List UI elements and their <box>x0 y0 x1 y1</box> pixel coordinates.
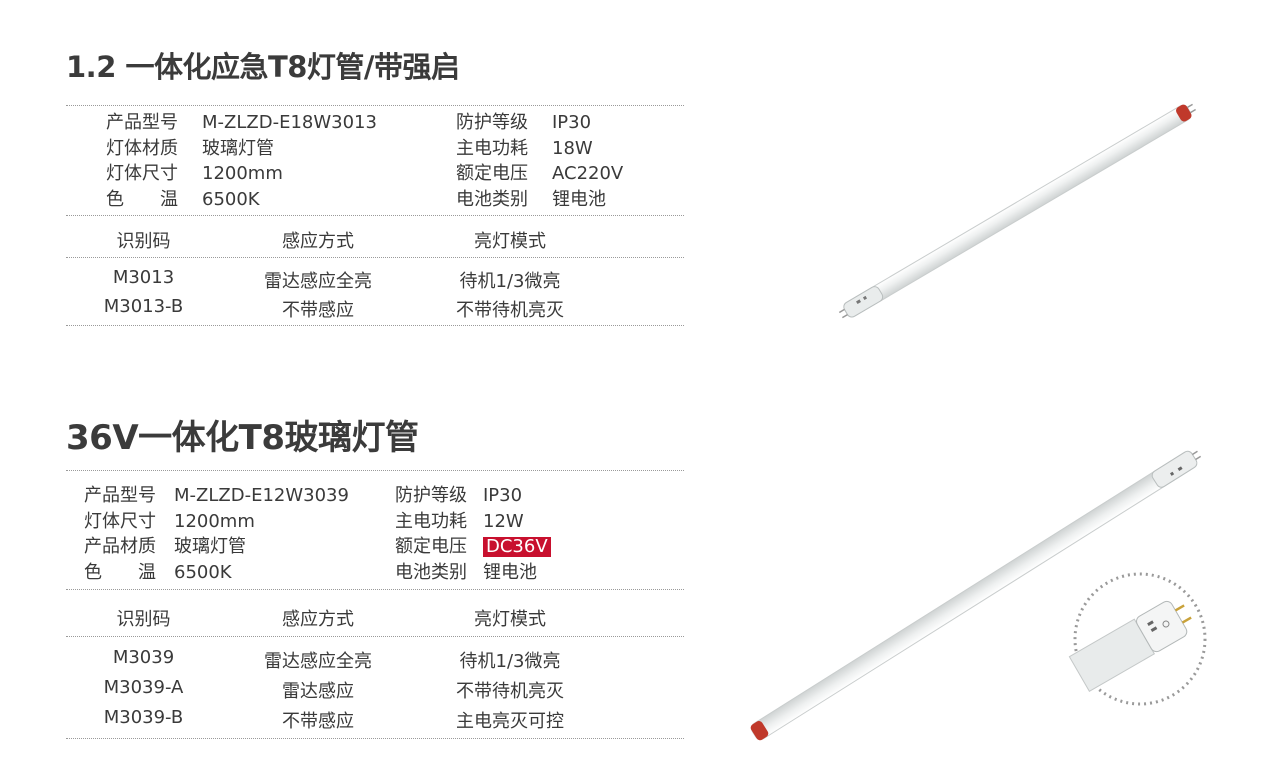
spec-row: 色 温 6500K <box>106 187 377 213</box>
spec-row: 防护等级 IP30 <box>456 110 623 136</box>
spec-value: M-ZLZD-E12W3039 <box>174 485 349 506</box>
spec-value: 1200mm <box>174 510 255 532</box>
table-header-sensing: 感应方式 <box>282 231 354 252</box>
spec-value: IP30 <box>552 112 592 133</box>
divider <box>66 257 684 258</box>
table-header-code: 识别码 <box>116 609 171 630</box>
spec-label: 防护等级 <box>456 112 528 133</box>
table-cell: M3039 <box>112 647 175 668</box>
spec-label: 产品型号 <box>84 485 156 506</box>
spec-label: 色 温 <box>106 188 178 210</box>
spec-value: 玻璃灯管 <box>202 137 274 159</box>
spec-value: IP30 <box>483 485 523 506</box>
endcap-detail-circle <box>1068 572 1207 706</box>
divider <box>66 105 684 106</box>
spec-row: 电池类别 锂电池 <box>456 187 623 213</box>
spec-value: 6500K <box>174 561 232 583</box>
spec-label: 主电功耗 <box>395 510 467 532</box>
table-cell: 雷达感应 <box>282 681 354 702</box>
divider <box>66 738 684 739</box>
spec-value: 12W <box>483 510 524 532</box>
spec-row: 主电功耗 18W <box>456 136 623 162</box>
table-cell: 不带待机亮灭 <box>456 300 564 321</box>
spec-value: AC220V <box>552 163 624 184</box>
spec-row: 色 温 6500K <box>84 560 349 586</box>
spec-row: 灯体尺寸 1200mm <box>84 509 349 535</box>
divider <box>66 325 684 326</box>
spec-row: 防护等级 IP30 <box>395 483 551 509</box>
table-header-sensing: 感应方式 <box>282 609 354 630</box>
table-header-mode: 亮灯模式 <box>474 231 546 252</box>
spec-row: 产品材质玻璃灯管 <box>84 534 349 560</box>
spec-value: M-ZLZD-E18W3013 <box>202 112 377 133</box>
table-cell: M3039-B <box>103 707 184 728</box>
table-cell: 不带感应 <box>282 711 354 732</box>
spec-row: 灯体材质 玻璃灯管 <box>106 136 377 162</box>
product-2-specs-right: 防护等级 IP30 主电功耗 12W 额定电压 DC36V 电池类别锂电池 <box>395 483 551 585</box>
divider <box>66 636 684 637</box>
spec-label: 产品型号 <box>106 112 178 133</box>
spec-row: 灯体尺寸 1200mm <box>106 161 377 187</box>
spec-value: 18W <box>552 137 593 159</box>
spec-label: 灯体尺寸 <box>106 163 178 184</box>
spec-row: 额定电压 AC220V <box>456 161 623 187</box>
spec-label: 额定电压 <box>395 536 467 557</box>
table-cell: M3013-B <box>103 296 184 317</box>
table-cell: 不带感应 <box>282 300 354 321</box>
table-cell: 待机1/3微亮 <box>459 271 561 292</box>
spec-label: 主电功耗 <box>456 137 528 159</box>
spec-value: 1200mm <box>202 163 283 184</box>
spec-row: 产品型号 M-ZLZD-E12W3039 <box>84 483 349 509</box>
spec-row: 主电功耗 12W <box>395 509 551 535</box>
table-cell: 待机1/3微亮 <box>459 651 561 672</box>
spec-value: 玻璃灯管 <box>174 536 246 557</box>
t8-tube-1-image <box>838 103 1197 319</box>
spec-label: 电池类别 <box>456 188 528 210</box>
spec-label: 灯体尺寸 <box>84 510 156 532</box>
spec-label: 额定电压 <box>456 163 528 184</box>
spec-label: 色 温 <box>84 561 156 583</box>
table-cell: 雷达感应全亮 <box>264 271 372 292</box>
product-1-title: 1.2 一体化应急T8灯管/带强启 <box>66 50 460 84</box>
table-cell: 主电亮灭可控 <box>456 711 564 732</box>
spec-label: 电池类别 <box>395 561 467 583</box>
spec-row: 产品型号 M-ZLZD-E18W3013 <box>106 110 377 136</box>
divider <box>66 589 684 590</box>
spec-row: 额定电压 DC36V <box>395 534 551 560</box>
divider <box>66 215 684 216</box>
t8-tube-2-image <box>750 450 1202 741</box>
product-1-specs-right: 防护等级 IP30 主电功耗 18W 额定电压 AC220V 电池类别 锂电池 <box>456 110 623 212</box>
spec-row: 电池类别锂电池 <box>395 560 551 586</box>
spec-label: 灯体材质 <box>106 137 178 159</box>
divider <box>66 470 684 471</box>
table-cell: M3039-A <box>103 677 184 698</box>
table-header-mode: 亮灯模式 <box>474 609 546 630</box>
product-2-title: 36V一体化T8玻璃灯管 <box>66 418 419 458</box>
spec-value: 锂电池 <box>552 188 606 210</box>
table-cell: M3013 <box>112 267 175 288</box>
table-cell: 不带待机亮灭 <box>456 681 564 702</box>
spec-value: 6500K <box>202 188 260 210</box>
voltage-highlight-badge: DC36V <box>483 537 551 557</box>
spec-label: 防护等级 <box>395 485 467 506</box>
table-cell: 雷达感应全亮 <box>264 651 372 672</box>
table-header-code: 识别码 <box>116 231 171 252</box>
spec-value: 锂电池 <box>483 561 537 583</box>
spec-label: 产品材质 <box>84 536 156 557</box>
